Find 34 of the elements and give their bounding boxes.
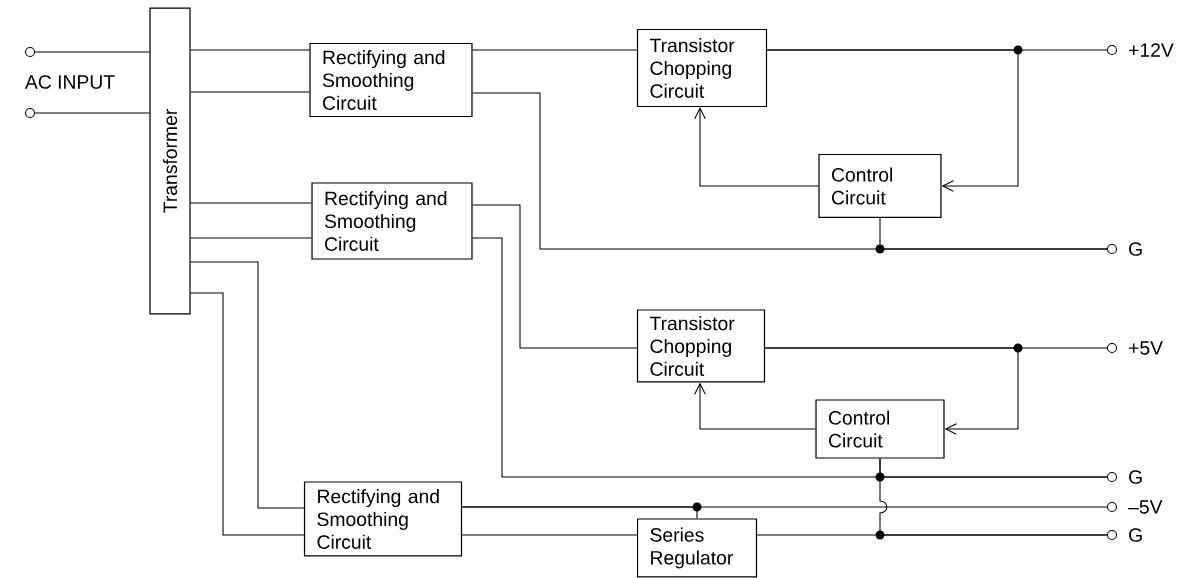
- wire: [190, 202, 312, 204]
- wire: [190, 237, 312, 239]
- block-box: Rectifying and Smoothing Circuit: [309, 42, 473, 118]
- wire: [472, 49, 638, 51]
- arrow: [694, 382, 816, 430]
- block-box: Control Circuit: [818, 153, 942, 219]
- wire: [879, 217, 1108, 250]
- wire: [190, 91, 310, 93]
- input-label: AC INPUT: [24, 75, 115, 89]
- wire: [461, 534, 638, 536]
- arrow: [694, 107, 819, 187]
- block-box: Rectifying and Smoothing Circuit: [303, 481, 463, 557]
- terminal-label: –5V: [1128, 500, 1163, 514]
- wire: [34, 112, 150, 114]
- block-box: Transistor Chopping Circuit: [636, 309, 766, 383]
- wire: [756, 534, 1108, 536]
- block-box: Series Regulator: [636, 518, 758, 578]
- terminal-label: +5V: [1129, 341, 1163, 355]
- terminal-label: +12V: [1129, 43, 1174, 57]
- wire: [190, 49, 310, 51]
- block-box: Rectifying and Smoothing Circuit: [311, 182, 473, 260]
- wire: [190, 292, 305, 536]
- wire: [190, 261, 305, 509]
- block-box: Transistor Chopping Circuit: [636, 28, 768, 108]
- block-box: Control Circuit: [815, 399, 945, 459]
- arrow: [766, 49, 1019, 192]
- arrow: [764, 347, 1019, 435]
- terminal-label: G: [1129, 470, 1142, 484]
- wire: [472, 204, 638, 349]
- transformer-box: Transformer: [149, 7, 191, 315]
- wire: [34, 51, 150, 53]
- terminal-label: G: [1129, 242, 1142, 256]
- terminal-label: G: [1129, 528, 1142, 542]
- wire: [461, 506, 698, 519]
